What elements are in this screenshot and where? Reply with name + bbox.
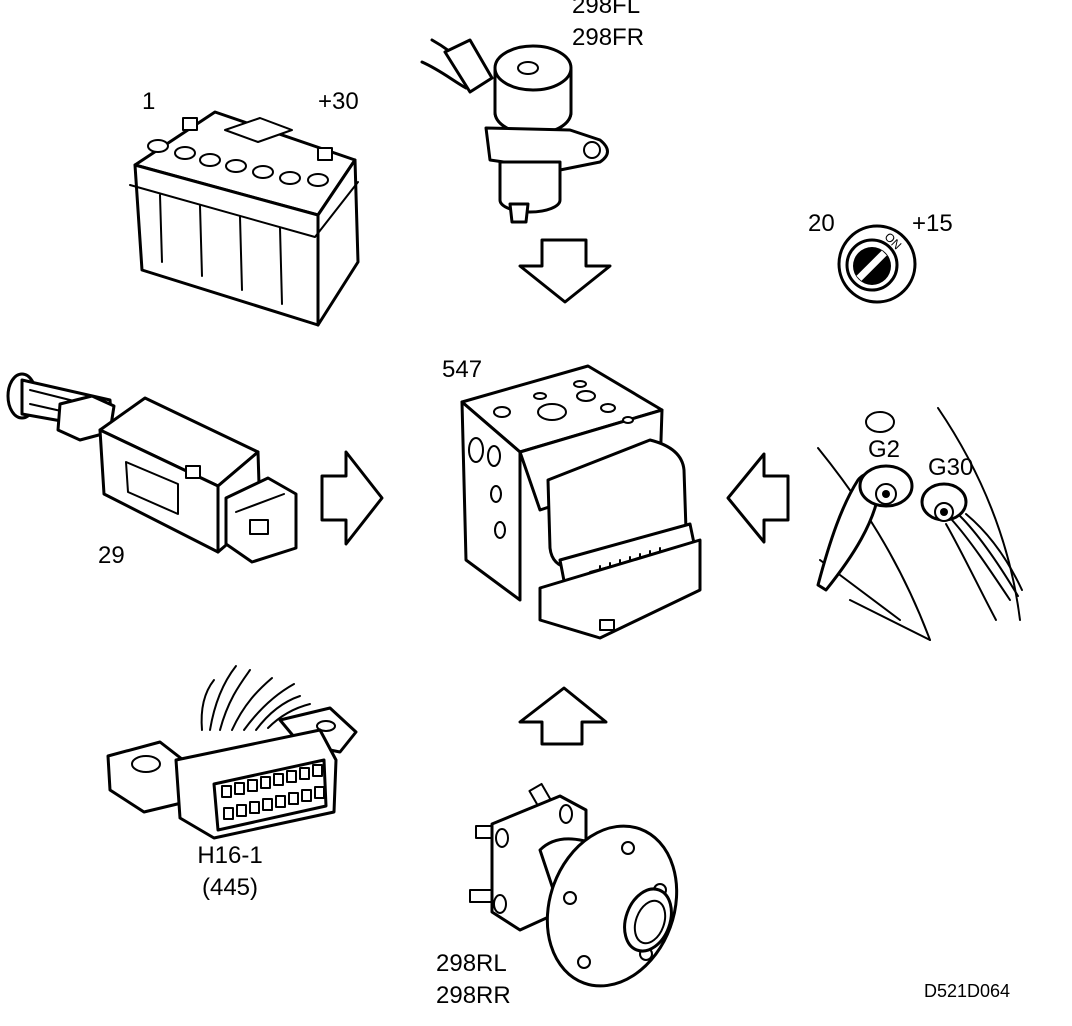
ground-label-g30: G30: [928, 454, 974, 481]
abs-unit-label: 547: [442, 356, 483, 383]
abs-control-module-icon: [460, 364, 702, 640]
ground-label-g2: G2: [868, 436, 901, 463]
diagnostic-connector-ref-label: (445): [201, 874, 259, 901]
ignition-terminal-label: +15: [912, 210, 953, 237]
flow-arrow-icon: [518, 686, 608, 746]
ignition-number-label: 20: [808, 210, 835, 237]
brake-switch-label: 29: [98, 542, 125, 569]
flow-arrow-icon: [320, 450, 384, 546]
battery-number-label: 1: [142, 88, 156, 115]
ground-connection-icon: [816, 407, 1023, 641]
battery-terminal-label: +30: [318, 88, 359, 115]
wheel-hub-sensor-icon: [469, 782, 679, 988]
front-sensor-label-left: 298FL: [572, 0, 641, 19]
wheel-speed-sensor-icon: [420, 38, 609, 224]
flow-arrow-icon: [726, 452, 790, 544]
flow-arrow-icon: [518, 238, 612, 304]
rear-sensor-label-right: 298RR: [436, 982, 511, 1009]
diagnostic-connector-label: H16-1: [197, 842, 263, 869]
front-sensor-label-right: 298FR: [572, 24, 645, 51]
battery-icon: [129, 110, 360, 327]
drawing-number: D521D064: [924, 981, 1011, 1001]
diagnostic-connector-icon: [106, 665, 358, 840]
brake-light-switch-icon: [6, 372, 298, 564]
ignition-switch-icon: [837, 224, 917, 304]
rear-sensor-label-left: 298RL: [436, 950, 507, 977]
